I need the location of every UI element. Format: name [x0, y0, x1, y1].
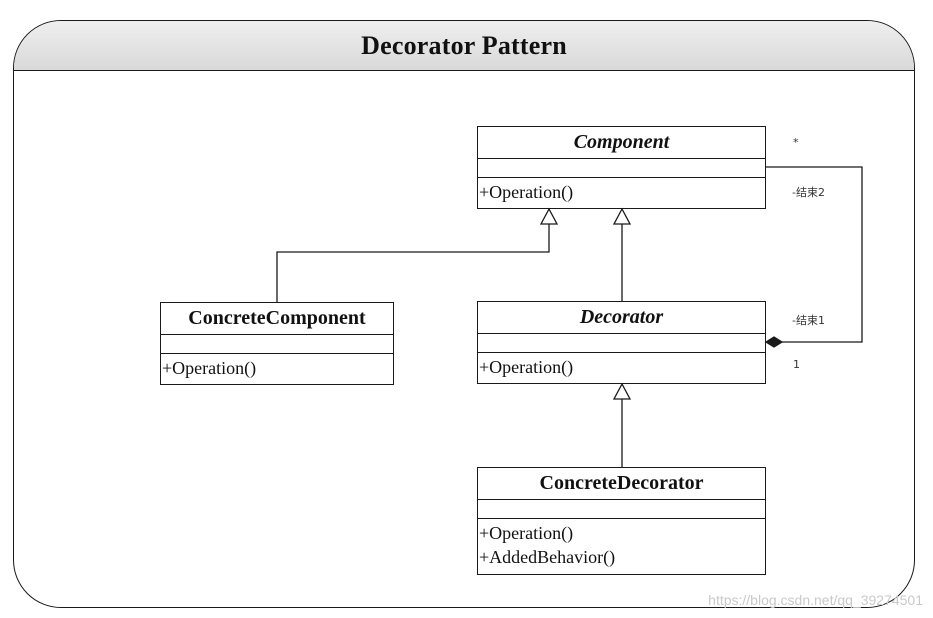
attributes-compartment [161, 335, 393, 354]
attributes-compartment [478, 500, 765, 519]
class-name-concrete-decorator: ConcreteDecorator [478, 468, 765, 500]
operation: +AddedBehavior() [479, 547, 616, 567]
attributes-compartment [478, 334, 765, 353]
operations-compartment: +Operation() [478, 353, 765, 381]
class-name-decorator: Decorator [478, 302, 765, 334]
multiplicity-one-label: 1 [793, 358, 800, 371]
attributes-compartment [478, 159, 765, 178]
generalization-arrowhead-icon [539, 207, 559, 225]
class-component[interactable]: Component +Operation() [477, 126, 766, 209]
role-end1-label: -结束1 [792, 314, 825, 327]
class-concrete-decorator[interactable]: ConcreteDecorator +Operation() +AddedBeh… [477, 467, 766, 575]
operation: +Operation() [479, 523, 574, 543]
generalization-arrowhead-icon [612, 207, 632, 225]
operations-compartment: +Operation() [478, 178, 765, 206]
generalization-line-concrete-component [276, 224, 550, 302]
operation: +Operation() [479, 357, 574, 377]
operation: +Operation() [162, 358, 257, 378]
class-concrete-component[interactable]: ConcreteComponent +Operation() [160, 302, 394, 385]
class-decorator[interactable]: Decorator +Operation() [477, 301, 766, 384]
class-name-component: Component [478, 127, 765, 159]
multiplicity-many-label: * [793, 136, 799, 149]
aggregation-line [766, 166, 863, 343]
operations-compartment: +Operation() +AddedBehavior() [478, 519, 765, 571]
title-bar: Decorator Pattern [14, 21, 914, 71]
class-name-concrete-component: ConcreteComponent [161, 303, 393, 335]
diagram-title: Decorator Pattern [361, 30, 567, 60]
watermark: https://blog.csdn.net/qq_39274501 [708, 592, 923, 608]
operations-compartment: +Operation() [161, 354, 393, 382]
composition-diamond-icon [764, 336, 784, 348]
generalization-arrowhead-icon [612, 382, 632, 400]
operation: +Operation() [479, 182, 574, 202]
role-end2-label: -结束2 [792, 186, 825, 199]
